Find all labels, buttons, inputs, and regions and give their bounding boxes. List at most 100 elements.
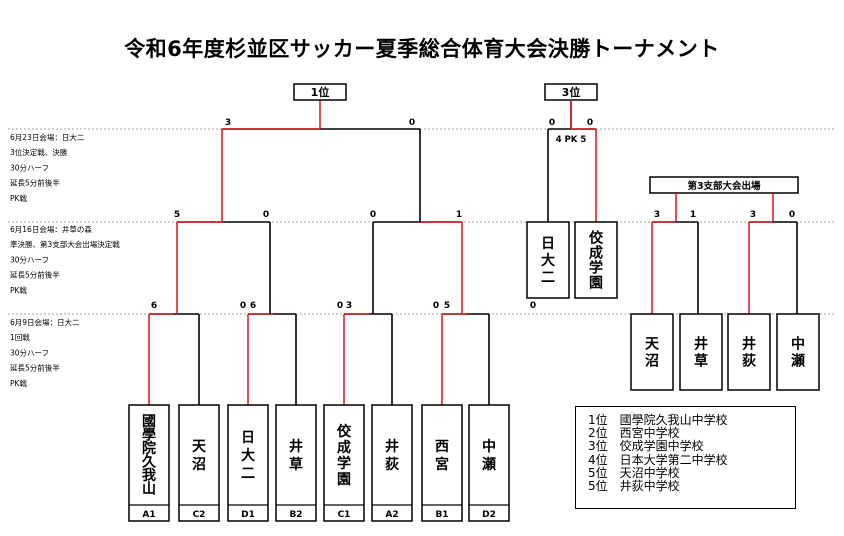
r1-score-1: 6: [151, 301, 157, 311]
team-seed-6: A2: [385, 510, 398, 520]
svg-text:草: 草: [694, 353, 708, 370]
round-info-1-pk: PK戦: [10, 193, 27, 203]
district-score-1: 3: [654, 210, 660, 220]
svg-text:荻: 荻: [385, 456, 399, 473]
r1-score-3: 6: [250, 301, 256, 311]
final-score-1: 3: [225, 118, 231, 128]
district-label: 第3支部大会出場: [687, 180, 761, 192]
team-seed-2: C2: [193, 510, 206, 520]
svg-text:中: 中: [482, 438, 496, 455]
svg-text:井: 井: [289, 438, 303, 455]
first-place-box: [293, 83, 347, 101]
standing-4: 4位 日本大学第二中学校: [588, 452, 728, 467]
round-info-2-type: 準決勝、第3支部大会出場決定戦: [10, 239, 120, 249]
svg-text:院: 院: [142, 440, 156, 457]
svg-text:天: 天: [192, 439, 207, 455]
r1-score-4: 0: [337, 301, 343, 311]
round-info-3-extra: 延長5分前後半: [10, 363, 60, 373]
team-box-2: [178, 404, 220, 522]
svg-text:二: 二: [241, 466, 255, 482]
team-seed-7: B1: [435, 510, 448, 520]
svg-text:学: 学: [337, 455, 351, 472]
standing-3: 3位 佼成学園中学校: [588, 439, 704, 454]
svg-text:瀬: 瀬: [482, 456, 496, 473]
semi-score-1: 5: [174, 210, 180, 220]
standing-5a: 5位 天沼中学校: [588, 465, 680, 480]
round-info-2-extra: 延長5分前後半: [10, 270, 60, 280]
page-title: 令和6年度杉並区サッカー夏季総合体育大会決勝トーナメント: [124, 37, 720, 61]
svg-text:沼: 沼: [645, 354, 659, 370]
team-name-4: 井草: [289, 438, 303, 473]
svg-text:佼: 佼: [588, 230, 604, 247]
district-score-2: 1: [690, 210, 696, 220]
svg-text:草: 草: [289, 456, 303, 473]
district-score-3: 3: [750, 210, 756, 220]
svg-text:二: 二: [541, 270, 555, 286]
round-info-2-pk: PK戦: [10, 285, 27, 295]
team-seed-3: D1: [241, 510, 255, 520]
district-team-name-4: 中瀬: [791, 336, 805, 370]
team-box-4: [275, 404, 317, 522]
svg-text:大: 大: [241, 447, 255, 464]
team-name-8: 中瀬: [482, 438, 496, 473]
svg-text:宮: 宮: [435, 456, 449, 473]
final-score-2: 0: [409, 118, 415, 128]
svg-text:成: 成: [589, 245, 603, 262]
svg-text:我: 我: [142, 468, 156, 484]
semi-score-3: 0: [370, 210, 376, 220]
svg-text:井: 井: [694, 336, 708, 353]
team-box-7: [421, 404, 463, 522]
third-team-box-2: [574, 221, 618, 299]
round-info-3-date: 6月9日会場：日大二: [10, 317, 80, 327]
semi-score-2: 0: [263, 210, 269, 220]
final-standings: 1位 國學院久我山中学校 2位 西宮中学校 3位 佼成学園中学校 4位 日本大学…: [575, 406, 796, 509]
district-team-box-1: [630, 313, 674, 391]
third-score-1: 0: [549, 118, 555, 128]
third-team-name-2: 佼成学園: [588, 230, 604, 292]
team-box-8: [468, 404, 510, 522]
team-name-7: 西宮: [435, 439, 449, 473]
svg-text:日: 日: [241, 430, 255, 446]
team-seed-1: A1: [142, 510, 155, 520]
svg-text:沼: 沼: [192, 457, 206, 473]
third-team-name-1: 日大二: [541, 236, 555, 286]
svg-text:西: 西: [435, 439, 449, 455]
svg-text:久: 久: [141, 453, 157, 470]
third-pk-score: 4 PK 5: [556, 135, 587, 145]
district-team-box-4: [776, 313, 820, 391]
district-team-box-3: [727, 313, 771, 391]
r1-score-5: 3: [346, 301, 352, 311]
svg-text:井: 井: [385, 438, 399, 455]
svg-text:園: 園: [589, 276, 603, 292]
first-place-label: 1位: [311, 85, 330, 99]
svg-text:佼: 佼: [336, 423, 352, 440]
round-info-2-half: 30分ハーフ: [10, 255, 49, 264]
team-name-3: 日大二: [241, 430, 255, 482]
svg-text:荻: 荻: [742, 353, 756, 370]
team-name-1: 國學院久我山: [141, 414, 157, 498]
team-box-6: [371, 404, 413, 522]
team-seed-5: C1: [338, 510, 351, 520]
round-info-3-type: 1回戦: [10, 332, 30, 342]
round-info-1-half: 30分ハーフ: [10, 163, 49, 172]
district-score-4: 0: [789, 210, 795, 220]
standing-5b: 5位 井荻中学校: [588, 479, 680, 494]
third-place-label: 3位: [562, 85, 581, 99]
standing-2: 2位 西宮中学校: [588, 426, 680, 441]
svg-text:瀬: 瀬: [791, 353, 805, 370]
district-box: [649, 176, 799, 194]
svg-text:学: 学: [589, 260, 603, 277]
district-team-name-3: 井荻: [742, 336, 756, 370]
svg-text:山: 山: [142, 481, 156, 497]
team-box-1: [128, 404, 170, 522]
round-info-3-half: 30分ハーフ: [10, 348, 49, 357]
team-name-5: 佼成学園: [336, 423, 352, 488]
svg-text:學: 學: [142, 427, 156, 443]
round-info-2-date: 6月16日会場：井草の森: [10, 224, 92, 234]
district-team-name-2: 井草: [694, 336, 708, 370]
team-name-6: 井荻: [385, 438, 399, 473]
r1-score-8: 0: [530, 301, 536, 311]
round-info-1-date: 6月23日会場：日大二: [10, 132, 85, 142]
r1-score-7: 5: [444, 301, 450, 311]
